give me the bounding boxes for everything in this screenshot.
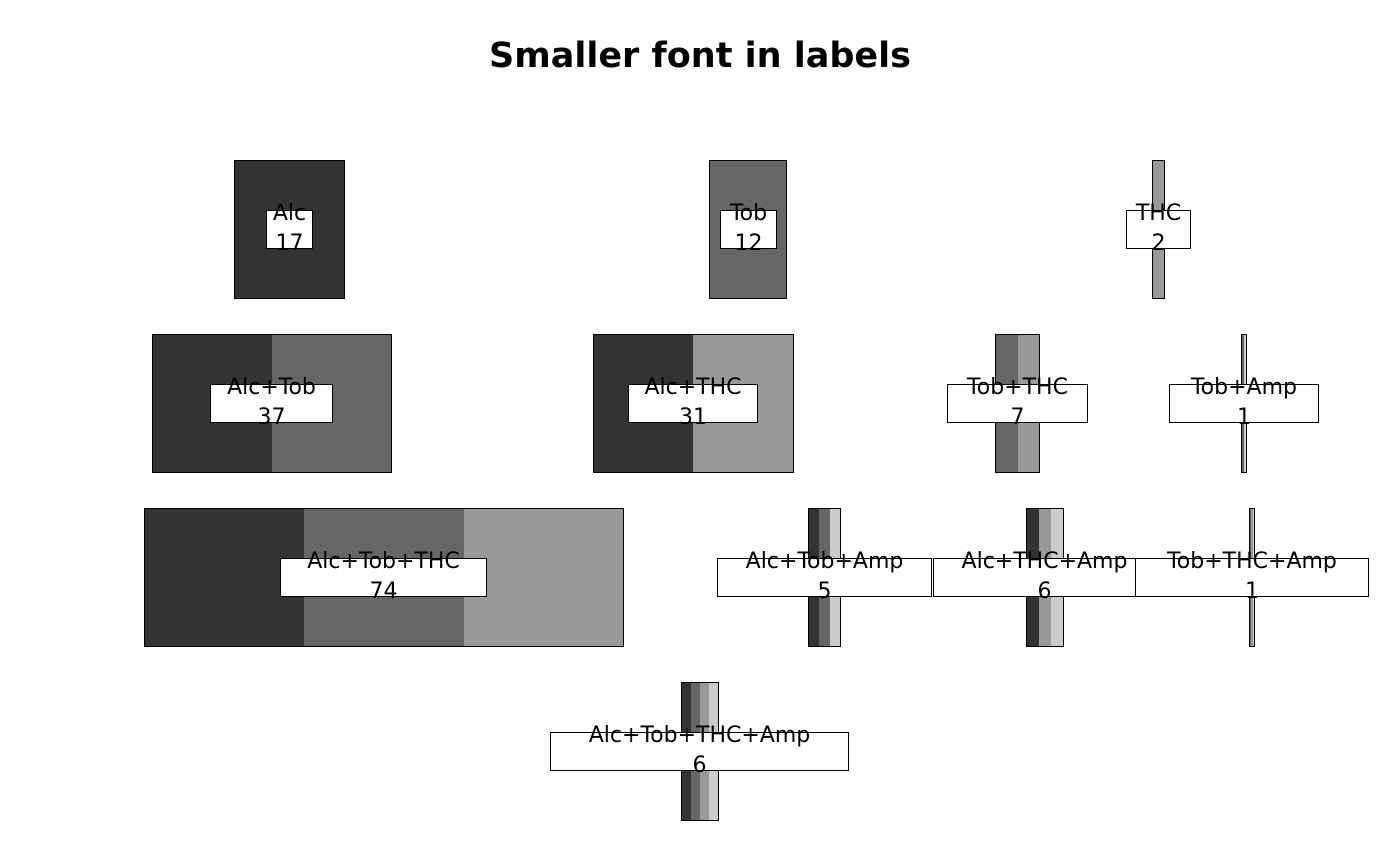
set-name: Tob+THC	[967, 375, 1068, 400]
set-count: 7	[1010, 405, 1025, 430]
set-name: Tob+Amp	[1190, 375, 1297, 400]
set-name: Alc	[272, 201, 307, 226]
set-name: Alc+THC+Amp	[961, 549, 1128, 574]
set-name: Tob	[729, 201, 768, 226]
set-name: Alc+Tob+THC+Amp	[588, 723, 811, 748]
set-name: THC	[1135, 201, 1182, 226]
set-label: Alc 17	[266, 202, 313, 256]
set-count: 74	[369, 579, 398, 604]
set-label: Alc+THC+Amp 6	[933, 550, 1156, 604]
set-count: 12	[734, 231, 763, 256]
set-label: Tob+THC+Amp 1	[1135, 550, 1369, 604]
set-name: Alc+Tob+Amp	[745, 549, 904, 574]
set-label: Alc+THC 31	[628, 376, 758, 430]
set-label: Alc+Tob+THC+Amp 6	[550, 724, 849, 778]
set-label: Tob+Amp 1	[1169, 376, 1319, 430]
set-count: 31	[679, 405, 707, 430]
set-name: Alc+THC	[644, 375, 742, 400]
set-label: Alc+Tob+THC 74	[280, 550, 487, 604]
set-name: Tob+THC+Amp	[1167, 549, 1337, 574]
set-count: 5	[817, 579, 832, 604]
set-label: Alc+Tob 37	[210, 376, 333, 430]
set-count: 6	[1037, 579, 1052, 604]
set-label: Alc+Tob+Amp 5	[717, 550, 932, 604]
set-label: Tob 12	[720, 202, 777, 256]
set-name: Alc+Tob+THC	[307, 549, 460, 574]
segment-alc	[144, 509, 305, 646]
segment-thc	[463, 509, 624, 646]
chart-title: Smaller font in labels	[489, 36, 911, 76]
set-label: Tob+THC 7	[947, 376, 1088, 430]
set-count: 37	[257, 405, 286, 430]
set-name: Alc+Tob	[227, 375, 316, 400]
set-label: THC 2	[1126, 202, 1191, 256]
set-count: 1	[1237, 405, 1251, 430]
set-count: 6	[692, 753, 707, 778]
set-count: 17	[275, 231, 304, 256]
set-count: 1	[1245, 579, 1259, 604]
set-count: 2	[1151, 231, 1166, 256]
